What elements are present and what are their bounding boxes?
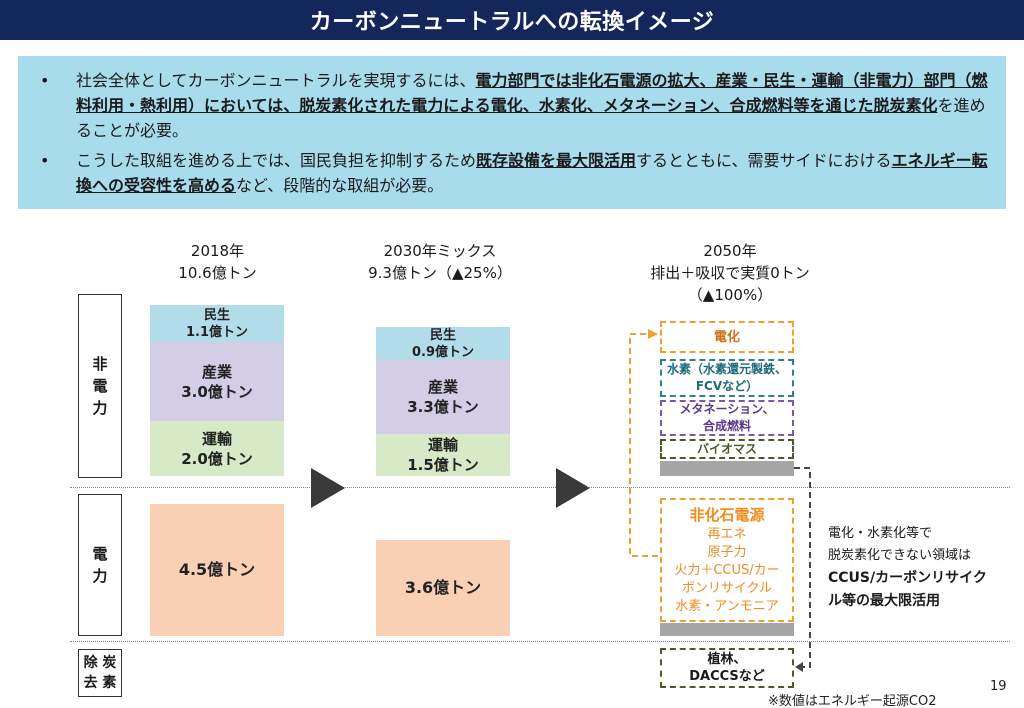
residual-emissions-bar <box>660 623 794 636</box>
summary-bullet-1: • 社会全体としてカーボンニュートラルを実現するには、電力部門では非化石電源の拡… <box>40 68 988 143</box>
block-label: 産業 <box>201 362 232 381</box>
side-label-non-power: 非 電 力 <box>78 294 122 478</box>
summary-bullet-2: • こうした取組を進める上では、国民負担を抑制するため既存設備を最大限活用すると… <box>40 148 988 198</box>
block-label: 運輸 <box>427 436 458 454</box>
block-2018-minsei: 民生 1.1億トン <box>150 305 284 342</box>
block-2030-unyu: 運輸 1.5億トン <box>376 434 510 476</box>
box-item: 水素・アンモニア <box>675 599 779 614</box>
arrow-right-icon <box>311 468 345 508</box>
note-emphasis: ル等の最大限活用 <box>828 593 940 609</box>
bullet-mark: • <box>40 151 50 170</box>
residual-emissions-bar <box>660 461 794 476</box>
block-value: 3.6億トン <box>404 578 482 597</box>
box-item: ボンリサイクル <box>681 581 773 596</box>
emphasis-text: エネルギー転換への受容性を高める <box>76 151 988 195</box>
block-label: 運輸 <box>201 429 232 448</box>
emphasis-text: 電力部門では非化石電源の拡大、産業・民生・運輸（非電力）部門（燃料利用・熱利用）… <box>76 71 988 115</box>
electrification-connector <box>629 329 658 557</box>
column-reduction: （▲100%） <box>687 286 773 304</box>
box-2050-hydrogen: 水素（水素還元製鉄、 FCVなど） <box>660 359 794 397</box>
box-2050-removal: 植林、 DACCSなど <box>660 648 794 688</box>
removal-bracket <box>794 467 811 672</box>
side-label-char: 非 <box>92 355 108 373</box>
arrow-right-icon <box>556 468 590 508</box>
box-2050-electrification: 電化 <box>660 321 794 353</box>
box-item: 再エネ <box>707 527 747 542</box>
box-label: DACCSなど <box>689 669 765 684</box>
box-item: 原子力 <box>707 545 747 560</box>
bullet-text: 社会全体としてカーボンニュートラルを実現するには、電力部門では非化石電源の拡大、… <box>76 68 988 143</box>
column-total: 9.3億トン（▲25%） <box>368 264 512 282</box>
side-label-power: 電 力 <box>78 494 122 636</box>
block-value: 1.5億トン <box>407 456 479 474</box>
block-2018-sangyo: 産業 3.0億トン <box>150 342 284 421</box>
column-total: 排出＋吸収で実質0トン <box>650 264 810 282</box>
separator-line <box>70 487 1010 488</box>
note-line: 脱炭素化できない領域は <box>828 548 972 563</box>
column-year: 2050年 <box>703 242 757 260</box>
note-line: 電化・水素化等で <box>828 526 933 541</box>
footnote: ※数値はエネルギー起源CO2 <box>768 694 937 708</box>
page-title: カーボンニュートラルへの転換イメージ <box>0 0 1024 40</box>
side-label-char: 電 <box>92 545 108 563</box>
bracket-line <box>794 467 811 668</box>
side-label-removal: 除 炭 去 素 <box>78 649 122 697</box>
side-label-char: 力 <box>92 399 108 417</box>
block-value: 1.1億トン <box>185 324 249 340</box>
box-label: 電化 <box>713 329 740 345</box>
block-2018-unyu: 運輸 2.0億トン <box>150 421 284 476</box>
block-value: 3.0億トン <box>181 382 253 401</box>
box-label: 合成燃料 <box>702 419 751 433</box>
column-year: 2030年ミックス <box>383 242 497 260</box>
text-segment: こうした取組を進める上では、国民負担を抑制するため <box>76 151 477 170</box>
box-label: バイオマス <box>696 441 757 456</box>
bullet-text: こうした取組を進める上では、国民負担を抑制するため既存設備を最大限活用するととも… <box>76 148 988 198</box>
connector-line <box>629 333 658 557</box>
column-total: 10.6億トン <box>178 264 257 282</box>
block-2018-power: 4.5億トン <box>150 504 284 636</box>
block-value: 4.5億トン <box>178 560 256 579</box>
bullet-mark: • <box>40 71 50 90</box>
box-label: 植林、 <box>707 652 747 667</box>
block-2030-minsei: 民生 0.9億トン <box>376 327 510 360</box>
box-item: 火力＋CCUS/カー <box>674 563 780 578</box>
arrow-head-icon <box>795 662 803 672</box>
box-2050-biomass: バイオマス <box>660 439 794 459</box>
page-number: 19 <box>990 679 1007 694</box>
column-header-2018: 2018年 10.6億トン <box>150 240 285 284</box>
text-segment: を進めることが必要。 <box>76 96 986 140</box>
block-2030-sangyo: 産業 3.3億トン <box>376 360 510 434</box>
emphasis-text: 既存設備を最大限活用 <box>476 151 637 170</box>
block-label: 民生 <box>429 327 456 343</box>
block-value: 0.9億トン <box>411 344 475 360</box>
box-2050-non-fossil-power: 非化石電源 再エネ 原子力 火力＋CCUS/カー ボンリサイクル 水素・アンモニ… <box>660 498 794 622</box>
side-label-char: 電 <box>92 377 108 395</box>
box-title: 非化石電源 <box>689 506 765 524</box>
block-label: 民生 <box>203 307 230 323</box>
text-segment: するとともに、需要サイドにおける <box>636 151 892 170</box>
block-value: 2.0億トン <box>181 449 253 468</box>
arrow-head-icon <box>648 329 658 339</box>
column-header-2050: 2050年 排出＋吸収で実質0トン （▲100%） <box>620 240 840 306</box>
side-label-char: 去 素 <box>83 675 117 691</box>
block-value: 3.3億トン <box>407 398 479 416</box>
box-label: 水素（水素還元製鉄、 <box>666 362 787 376</box>
block-label: 産業 <box>427 378 458 396</box>
ccus-note: 電化・水素化等で 脱炭素化できない領域は CCUS/カーボンリサイク ル等の最大… <box>828 523 1018 613</box>
text-segment: 社会全体としてカーボンニュートラルを実現するには、 <box>76 71 476 90</box>
separator-line <box>70 641 1010 642</box>
text-segment: など、段階的な取組が必要。 <box>236 176 444 195</box>
block-2030-power: 3.6億トン <box>376 540 510 636</box>
box-label: メタネーション、 <box>679 402 775 416</box>
side-label-char: 力 <box>92 567 108 585</box>
note-emphasis: CCUS/カーボンリサイク <box>828 570 987 586</box>
side-label-char: 除 炭 <box>83 655 117 671</box>
column-header-2030: 2030年ミックス 9.3億トン（▲25%） <box>340 240 540 284</box>
summary-box: • 社会全体としてカーボンニュートラルを実現するには、電力部門では非化石電源の拡… <box>18 56 1006 209</box>
column-year: 2018年 <box>190 242 245 260</box>
box-label: FCVなど） <box>695 379 759 393</box>
box-2050-methanation: メタネーション、 合成燃料 <box>660 400 794 436</box>
